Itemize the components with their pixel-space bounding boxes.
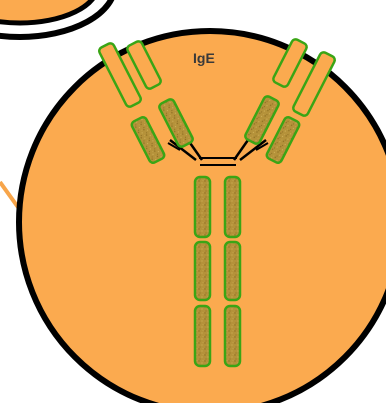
heavy-chain-stem-domain [225, 177, 240, 237]
heavy-chain-stem-domain [195, 242, 210, 300]
heavy-chain-stem-domain [225, 242, 240, 300]
heavy-chain-stem-domain [195, 177, 210, 237]
adjacent-circle [0, 0, 115, 37]
heavy-chain-stem-domain [225, 306, 240, 366]
heavy-chain-stem-domain [195, 306, 210, 366]
molecule-label: IgE [193, 50, 215, 66]
